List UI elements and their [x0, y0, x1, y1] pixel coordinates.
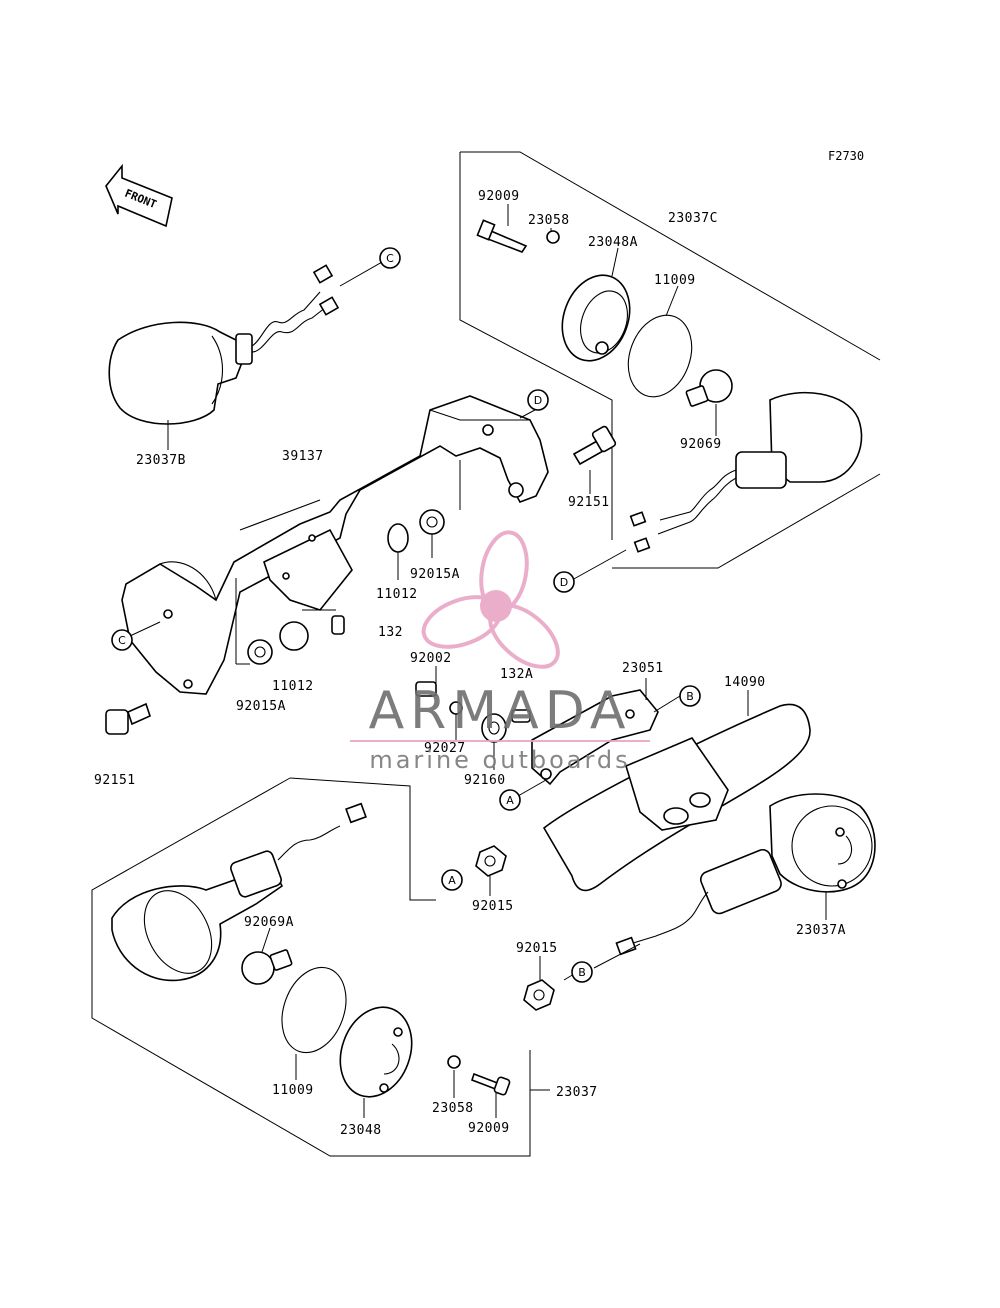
label-92027: 92027 [424, 741, 466, 756]
leader-lines [129, 261, 749, 981]
svg-text:C: C [118, 634, 126, 647]
label-92015-low: 92015 [516, 941, 558, 956]
nuts-92015 [475, 845, 555, 1011]
turn-signal-23037C [476, 204, 863, 553]
label-23037: 23037 [556, 1085, 598, 1100]
label-132: 132 [378, 625, 403, 640]
label-92160: 92160 [464, 773, 506, 788]
label-132A: 132A [500, 667, 533, 682]
label-39137: 39137 [282, 449, 324, 464]
label-23048A: 23048A [588, 235, 638, 250]
label-23058-low: 23058 [432, 1101, 474, 1116]
label-23058-top: 23058 [528, 213, 570, 228]
label-11009-top: 11009 [654, 273, 696, 288]
part-labels: 92009 23058 23037C 23048A 11009 92069 92… [94, 189, 846, 1138]
callout-a-mid: A [499, 789, 521, 811]
label-92009-low: 92009 [468, 1121, 510, 1136]
front-arrow-icon: FRONT [105, 163, 173, 228]
turn-signal-23037A [615, 793, 876, 956]
label-11009-low: 11009 [272, 1083, 314, 1098]
label-23037A: 23037A [796, 923, 846, 938]
watermark-brand: ARMADA [369, 681, 632, 741]
svg-text:B: B [686, 690, 694, 703]
label-11012-low: 11012 [272, 679, 314, 694]
watermark-tagline: marine outboards [369, 746, 630, 774]
mount-plate-23051 [531, 689, 659, 786]
callout-a-low: A [441, 869, 463, 891]
label-23048: 23048 [340, 1123, 382, 1138]
label-92015A-low: 92015A [236, 699, 286, 714]
label-92002: 92002 [410, 651, 452, 666]
label-14090: 14090 [724, 675, 766, 690]
callout-c-mid: C [111, 629, 133, 651]
watermark: ARMADA marine outboards [350, 530, 650, 774]
callout-b-top: B [679, 685, 701, 707]
turn-signal-23037 [111, 802, 550, 1118]
label-92069: 92069 [680, 437, 722, 452]
callout-d-mid: D [553, 571, 575, 593]
callout-b-low: B [571, 961, 593, 983]
callout-d-top: D [527, 389, 549, 411]
label-92069A: 92069A [244, 915, 294, 930]
propeller-logo-icon [421, 530, 560, 669]
label-92151-left: 92151 [94, 773, 136, 788]
label-11012-mid: 11012 [376, 587, 418, 602]
label-23037B: 23037B [136, 453, 186, 468]
figure-id: F2730 [828, 149, 864, 163]
svg-text:D: D [560, 576, 568, 589]
top-right-box [459, 151, 881, 569]
callout-c-top: C [379, 247, 401, 269]
label-92009-top: 92009 [478, 189, 520, 204]
svg-text:A: A [506, 794, 514, 807]
svg-text:A: A [448, 874, 456, 887]
label-92151-right: 92151 [568, 495, 610, 510]
fender-14090 [542, 703, 811, 892]
label-23051: 23051 [622, 661, 664, 676]
turn-signal-23037B [108, 264, 340, 450]
label-92015A-mid: 92015A [410, 567, 460, 582]
bottom-left-box [91, 777, 531, 1157]
bracket-39137 [121, 395, 549, 695]
label-23037C: 23037C [668, 211, 718, 226]
label-92015-mid: 92015 [472, 899, 514, 914]
svg-text:C: C [386, 252, 394, 265]
svg-text:B: B [578, 966, 586, 979]
svg-text:D: D [534, 394, 542, 407]
